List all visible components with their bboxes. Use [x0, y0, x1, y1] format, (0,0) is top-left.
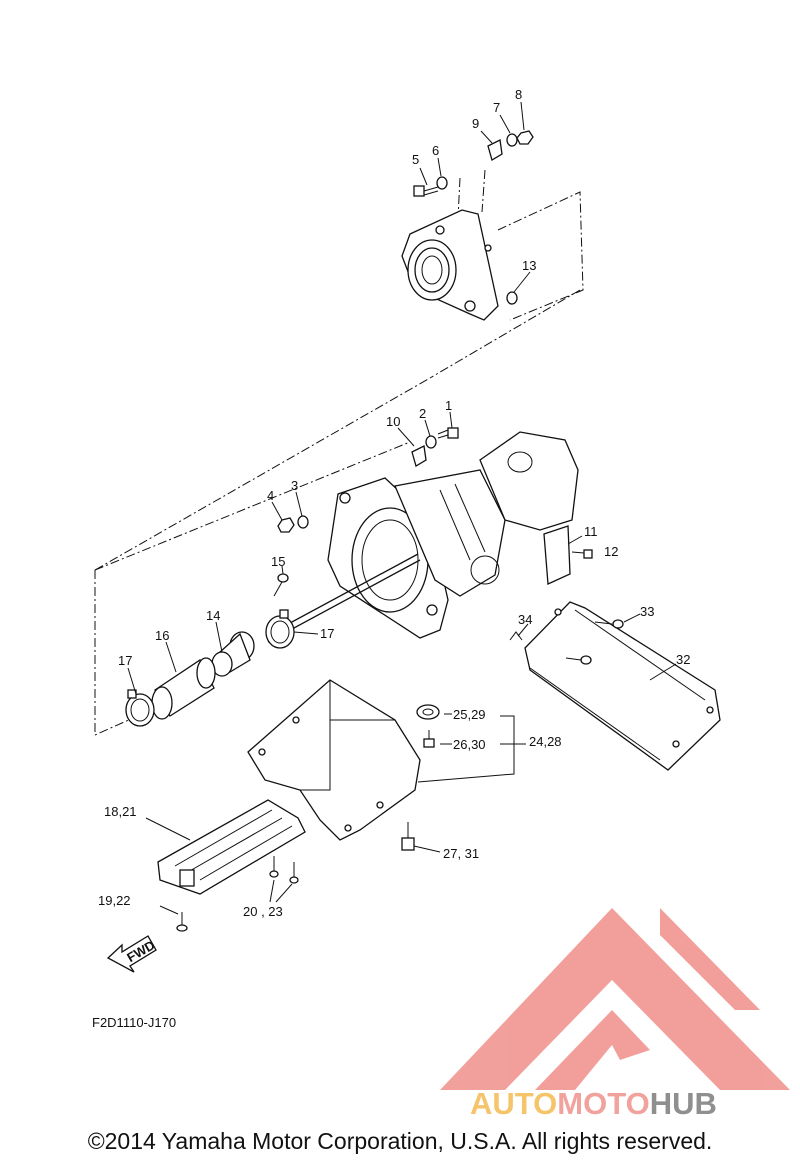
label-16: 16 — [155, 628, 169, 643]
nut-8-icon — [516, 130, 534, 145]
fwd-arrow-icon: FWD — [106, 935, 157, 973]
label-18-21: 18,21 — [104, 804, 137, 819]
label-26-30: 26,30 — [453, 737, 486, 752]
bolt-33-icon — [594, 619, 624, 629]
clamp-17-right-icon — [265, 609, 295, 649]
label-4: 4 — [267, 488, 274, 503]
bolt-12-icon — [571, 549, 593, 559]
label-34: 34 — [518, 612, 532, 627]
label-3: 3 — [291, 478, 298, 493]
label-13: 13 — [522, 258, 536, 273]
nut-4-icon — [277, 517, 295, 533]
label-12: 12 — [604, 544, 618, 559]
watermark-hub: HUB — [649, 1086, 717, 1121]
label-14: 14 — [206, 608, 220, 623]
watermark-text: AUTOMOTOHUB — [470, 1086, 717, 1122]
label-2: 2 — [419, 406, 426, 421]
label-17-left: 17 — [118, 653, 132, 668]
watermark-auto: AUTO — [470, 1086, 558, 1121]
washer-2-icon — [425, 435, 437, 449]
plate-9-icon — [487, 139, 503, 161]
label-11: 11 — [584, 524, 598, 539]
label-24-28: 24,28 — [529, 734, 562, 749]
label-32: 32 — [676, 652, 690, 667]
washer-6-icon — [436, 176, 448, 190]
label-9: 9 — [472, 116, 479, 131]
watermark-moto: MOTO — [557, 1086, 650, 1121]
clamp-17-left-icon — [125, 689, 155, 727]
bearing-housing — [401, 209, 499, 321]
hose-16 — [151, 657, 216, 720]
label-7: 7 — [493, 100, 500, 115]
jet-pump-housing — [327, 431, 579, 639]
label-15: 15 — [271, 554, 285, 569]
part-labels: 5 6 9 7 8 13 1 2 10 3 4 11 12 15 33 34 3… — [98, 87, 690, 919]
bolt-1-icon — [437, 427, 459, 439]
label-1: 1 — [445, 398, 452, 413]
bolt-5-icon — [413, 185, 439, 197]
label-17-right: 17 — [320, 626, 334, 641]
bolt-20-icon — [269, 856, 299, 884]
plate-10-icon — [411, 445, 427, 467]
label-8: 8 — [515, 87, 522, 102]
intake-grate-18 — [157, 799, 306, 895]
ride-plate-32 — [524, 601, 721, 771]
label-25-29: 25,29 — [453, 707, 486, 722]
label-5: 5 — [412, 152, 419, 167]
washer-3-icon — [297, 515, 309, 529]
bolt-19-icon — [176, 912, 188, 932]
fwd-label: FWD — [124, 937, 157, 965]
rubber-25-icon — [416, 704, 440, 720]
leader-lines — [127, 101, 677, 915]
label-20-23: 20 , 23 — [243, 904, 283, 919]
joint-14 — [211, 631, 255, 677]
bolt-27-icon — [401, 822, 415, 851]
clip-34-icon — [509, 631, 523, 641]
label-10: 10 — [386, 414, 400, 429]
bolt-ride-plate-icon — [565, 655, 592, 665]
watermark-logo-icon — [440, 908, 790, 1090]
washer-13-icon — [506, 291, 518, 305]
label-19-22: 19,22 — [98, 893, 131, 908]
copyright-notice: ©2014 Yamaha Motor Corporation, U.S.A. A… — [87, 1128, 713, 1154]
bracket-11 — [543, 525, 571, 585]
intake-duct — [247, 679, 421, 841]
washer-7-icon — [506, 133, 518, 147]
label-6: 6 — [432, 143, 439, 158]
bolt-15-icon — [273, 573, 289, 597]
label-27-31: 27, 31 — [443, 846, 479, 861]
label-33: 33 — [640, 604, 654, 619]
bolt-26-icon — [423, 730, 435, 748]
drawing-code: F2D1110-J170 — [92, 1015, 177, 1030]
